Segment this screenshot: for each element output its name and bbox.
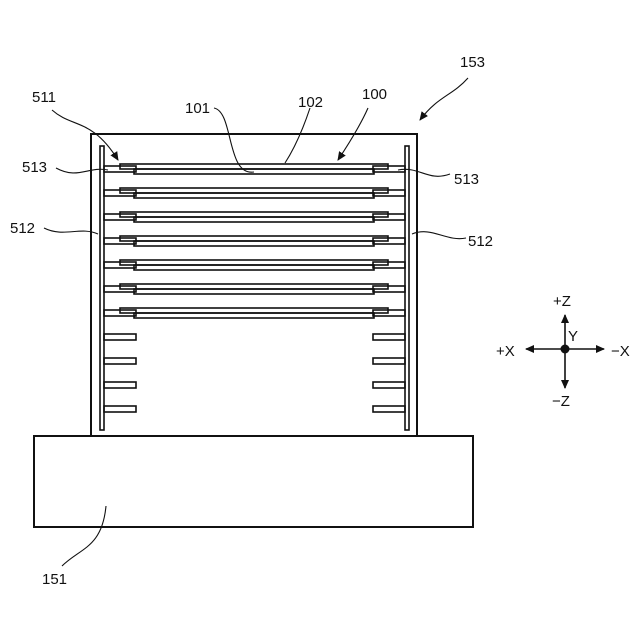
label-101: 101 [185, 100, 210, 117]
base-block [34, 436, 473, 527]
axis-label-y: Y [568, 328, 578, 345]
axis-label-plus-x: +X [496, 343, 515, 360]
leader-512-left [44, 228, 98, 234]
label-153: 153 [460, 54, 485, 71]
leader-153 [420, 78, 468, 120]
label-151: 151 [42, 571, 67, 588]
axis-label-minus-x: −X [611, 343, 630, 360]
label-511: 511 [32, 89, 56, 106]
holder-frame [91, 134, 417, 436]
label-102: 102 [298, 94, 323, 111]
label-512-right: 512 [468, 233, 493, 250]
label-512-left: 512 [10, 220, 35, 237]
axis-origin-dot [561, 345, 570, 354]
label-513-left: 513 [22, 159, 47, 176]
leader-512-right [412, 232, 466, 239]
axis-label-plus-z: +Z [553, 293, 571, 310]
axis-indicator: +Z −Z +X −X Y [496, 293, 630, 410]
label-100: 100 [362, 86, 387, 103]
label-513-right: 513 [454, 171, 479, 188]
axis-label-minus-z: −Z [552, 393, 570, 410]
